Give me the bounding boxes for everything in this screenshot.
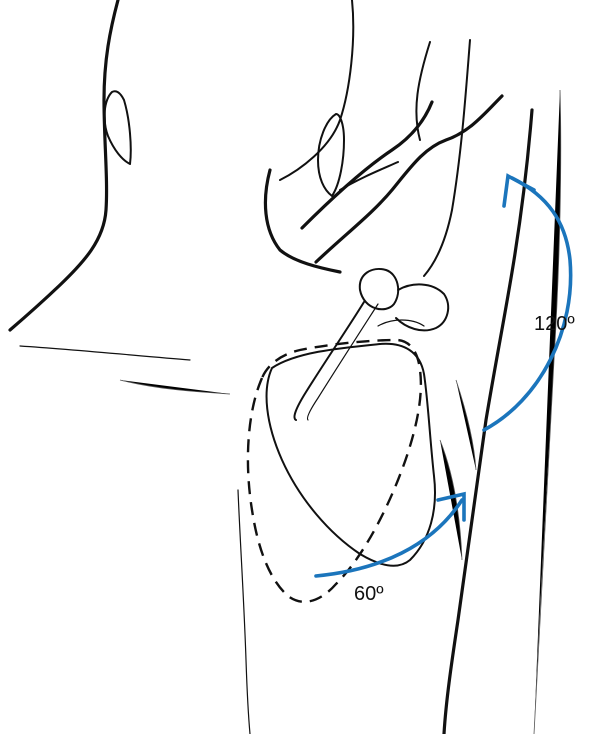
back-side: [238, 490, 250, 734]
acromion: [360, 269, 398, 309]
scapular-spine: [294, 302, 364, 420]
right-ear: [318, 114, 344, 196]
head-outline-right: [280, 0, 353, 180]
trapezius-line: [265, 170, 340, 272]
posterior-arm: [444, 110, 532, 734]
body-outline: [10, 0, 561, 734]
shoulder-top: [316, 96, 502, 262]
angle-label-120: 120º: [534, 313, 575, 335]
scapular-spine-2: [307, 304, 378, 420]
angle-label-60: 60º: [354, 583, 384, 605]
back-contour-2: [120, 380, 230, 394]
arm-outline-top: [424, 40, 470, 276]
rotation-arrow-60: [316, 494, 464, 576]
humeral-head: [396, 284, 448, 330]
arc-120: [484, 178, 571, 430]
scapula-resting-dashed: [248, 340, 421, 602]
lat-shadow-2: [456, 380, 476, 470]
arrowhead-120: [504, 176, 534, 206]
head-neck-outline-left: [10, 0, 118, 330]
scapula-rotated: [267, 344, 435, 566]
left-ear: [105, 91, 131, 164]
arm-inner-line: [534, 90, 561, 734]
back-contour: [20, 346, 190, 360]
